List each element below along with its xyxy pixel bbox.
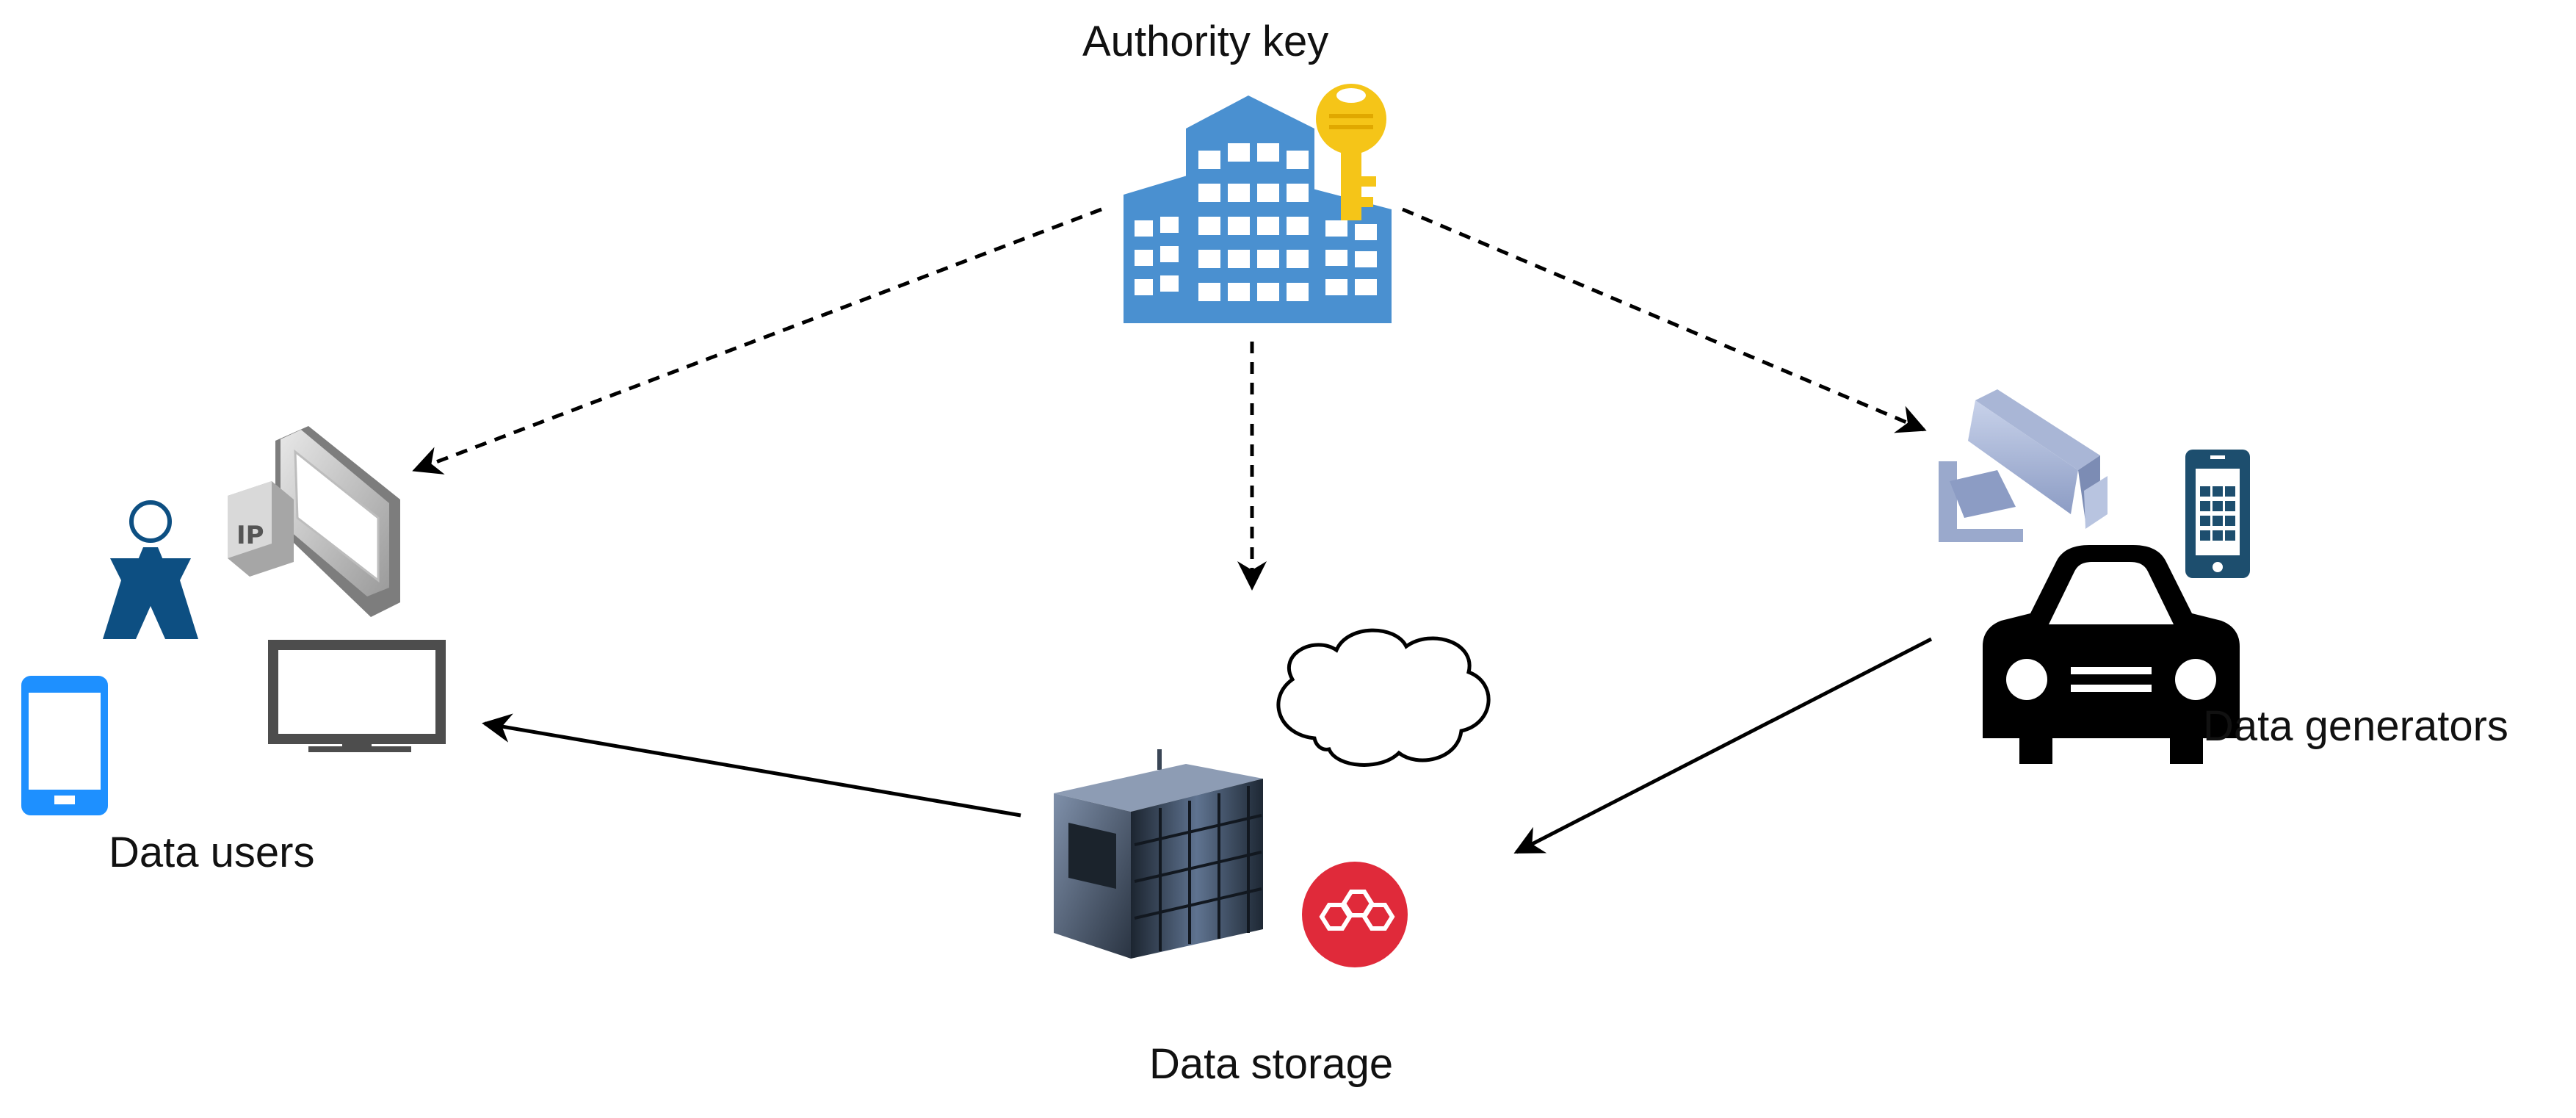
- database-node-icon: [1302, 862, 1408, 967]
- svg-text:IP: IP: [236, 521, 264, 550]
- cloud-icon: [1276, 628, 1491, 767]
- edge-authority-to-generators: [1402, 207, 1927, 433]
- office-building-icon: [1124, 95, 1392, 323]
- person-icon: [103, 500, 198, 639]
- monitor-icon: [268, 640, 446, 752]
- car-icon: [1983, 545, 2240, 764]
- data-users-label: Data users: [109, 829, 315, 876]
- tablet-icon: [21, 676, 108, 815]
- cctv-camera-icon: [1939, 389, 2108, 542]
- key-icon: [1316, 84, 1386, 220]
- data-storage-label: Data storage: [1149, 1040, 1394, 1088]
- server-rack-icon: [1054, 749, 1263, 959]
- edge-generators-to-storage: [1513, 637, 1933, 854]
- edge-authority-to-users: [412, 207, 1102, 475]
- ip-terminal-icon: IP: [228, 426, 400, 617]
- data-generators-label: Data generators: [2203, 702, 2508, 750]
- smartphone-icon: [2185, 450, 2250, 578]
- edge-storage-to-users: [482, 713, 1021, 818]
- authority-key-label: Authority key: [1082, 18, 1329, 65]
